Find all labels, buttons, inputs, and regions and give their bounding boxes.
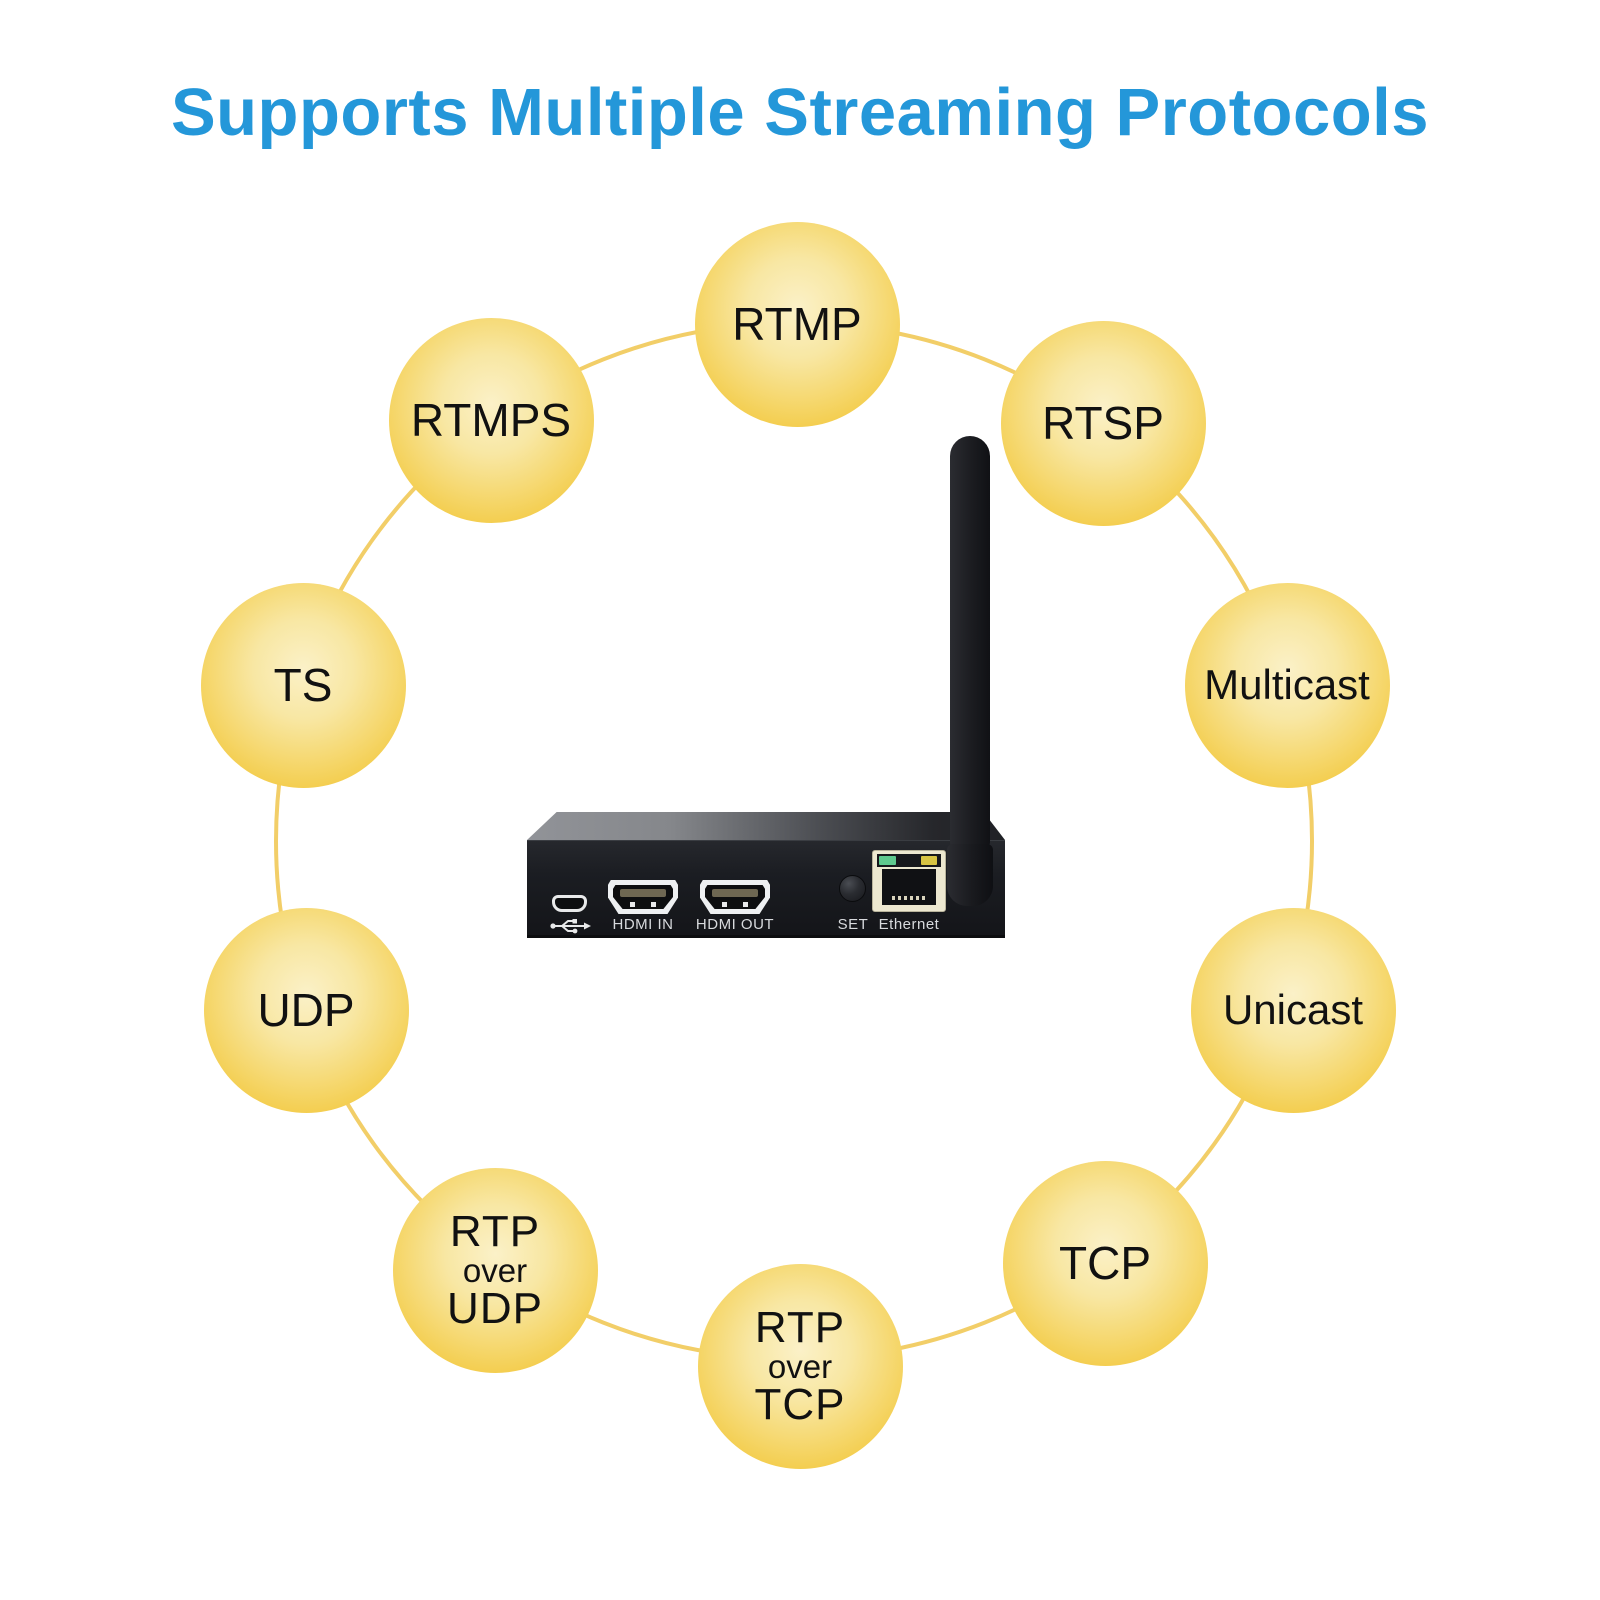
protocol-label-line: Unicast xyxy=(1222,986,1364,1033)
hdmi-out-slot xyxy=(712,889,758,897)
encoder-device: HDMI IN HDMI OUT SET Ethernet xyxy=(527,812,1005,938)
protocol-label-line: UDP xyxy=(447,1283,543,1333)
wifi-antenna xyxy=(950,436,990,848)
protocol-label-line: over xyxy=(462,1251,528,1289)
usb-icon xyxy=(550,919,591,934)
protocol-label-line: Multicast xyxy=(1204,661,1370,708)
protocol-label: UDP xyxy=(257,987,354,1033)
set-button xyxy=(839,875,866,902)
hdmi-out-label: HDMI OUT xyxy=(695,916,775,933)
ethernet-opening xyxy=(882,869,936,905)
wifi-antenna-base xyxy=(947,844,993,906)
protocol-label: RTMPS xyxy=(411,397,571,443)
ethernet-port xyxy=(872,850,946,912)
hdmi-pin xyxy=(722,902,727,907)
protocol-bubble-ts: TS xyxy=(200,582,406,788)
hdmi-in-port xyxy=(608,880,678,914)
protocol-label: Multicast xyxy=(1204,664,1370,706)
protocol-label-line: RTMPS xyxy=(410,394,572,446)
protocol-label: RTSP xyxy=(1042,400,1164,446)
protocol-bubble-multicast: Multicast xyxy=(1184,582,1390,788)
protocol-bubble-tcp: TCP xyxy=(1002,1160,1208,1366)
ethernet-yellow-led xyxy=(921,856,937,865)
protocol-bubble-unicast: Unicast xyxy=(1190,907,1396,1113)
hdmi-out-port xyxy=(700,880,770,914)
hdmi-pin xyxy=(743,902,748,907)
protocol-label-line: RTP xyxy=(449,1206,541,1256)
protocol-bubble-udp: UDP xyxy=(203,907,409,1113)
protocol-label-line: RTSP xyxy=(1042,397,1164,449)
hdmi-pin xyxy=(651,902,656,907)
page-title: Supports Multiple Streaming Protocols xyxy=(170,75,1430,150)
protocol-label-line: over xyxy=(767,1347,833,1385)
protocol-label: Unicast xyxy=(1223,989,1363,1031)
protocol-label: RTMP xyxy=(732,301,862,347)
device-top-face xyxy=(527,812,1005,840)
protocol-bubble-rtmp: RTMP xyxy=(694,221,900,427)
protocol-label-line: TS xyxy=(273,659,333,711)
hdmi-in-label: HDMI IN xyxy=(612,916,674,933)
set-label: SET xyxy=(837,916,869,933)
protocol-label-line: RTMP xyxy=(732,298,862,350)
hdmi-in-slot xyxy=(620,889,666,897)
ethernet-green-led xyxy=(879,856,896,865)
protocol-bubble-rtmps: RTMPS xyxy=(388,317,594,523)
protocol-label: TCP xyxy=(1059,1240,1151,1286)
protocol-label: TS xyxy=(274,662,333,708)
ethernet-label: Ethernet xyxy=(878,916,940,933)
protocol-label-line: TCP xyxy=(754,1379,846,1429)
ethernet-pins xyxy=(892,896,926,900)
protocol-label-line: RTP xyxy=(754,1302,846,1352)
protocol-bubble-rtsp: RTSP xyxy=(1000,320,1206,526)
protocol-label-line: TCP xyxy=(1059,1237,1151,1289)
hdmi-pin xyxy=(630,902,635,907)
micro-usb-port xyxy=(552,895,587,912)
protocol-label-line: UDP xyxy=(257,984,355,1036)
